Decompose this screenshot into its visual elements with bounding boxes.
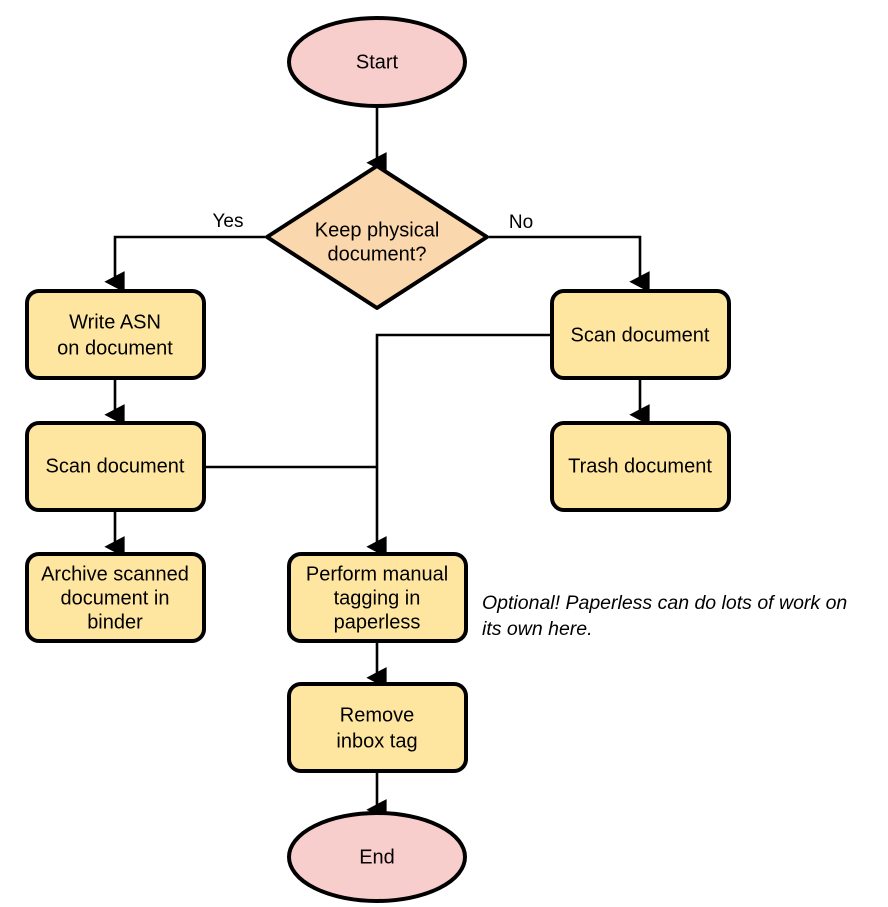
- decision-label-line2: document?: [328, 243, 427, 265]
- edge-scan-right-to-tagging: [366, 333, 552, 558]
- node-scan-document-right[interactable]: Scan document: [550, 289, 731, 380]
- start-label: Start: [356, 51, 399, 73]
- tagging-label-line3: paperless: [334, 611, 421, 633]
- write-asn-label-line2: on document: [57, 337, 173, 359]
- archive-label-line3: binder: [87, 611, 143, 633]
- node-scan-document-left[interactable]: Scan document: [25, 421, 206, 512]
- edge-decision-no-to-scan-right: [489, 235, 650, 293]
- edge-label-yes: Yes: [213, 211, 244, 232]
- edge-decision-yes-to-write-asn: [104, 235, 265, 293]
- remove-inbox-label-line2: inbox tag: [336, 730, 417, 752]
- node-remove-inbox-tag[interactable]: Remove inbox tag: [287, 682, 468, 773]
- node-trash-document[interactable]: Trash document: [550, 421, 731, 512]
- tagging-box: [287, 552, 468, 643]
- end-label: End: [359, 846, 395, 868]
- node-archive-scanned-document[interactable]: Archive scanned document in binder: [25, 552, 206, 643]
- scan-document-right-box: [550, 289, 731, 380]
- edge-label-no: No: [509, 212, 533, 233]
- archive-box: [25, 552, 206, 643]
- archive-label-line1: Archive scanned: [41, 563, 189, 585]
- node-start[interactable]: Start: [287, 16, 467, 108]
- archive-label-line2: document in: [61, 587, 170, 609]
- start-ellipse: [287, 16, 467, 108]
- decision-diamond: [265, 164, 489, 310]
- scan-document-left-label: Scan document: [46, 455, 185, 477]
- write-asn-label-line1: Write ASN: [69, 311, 161, 333]
- remove-inbox-box: [287, 682, 468, 773]
- scan-document-right-label: Scan document: [571, 324, 710, 346]
- optional-note-line2: its own here.: [482, 618, 593, 640]
- remove-inbox-label-line1: Remove: [340, 704, 414, 726]
- tagging-label-line2: tagging in: [334, 587, 421, 609]
- node-perform-manual-tagging[interactable]: Perform manual tagging in paperless: [287, 552, 468, 643]
- scan-document-left-box: [25, 421, 206, 512]
- optional-note-line1: Optional! Paperless can do lots of work …: [482, 592, 847, 614]
- tagging-label-line1: Perform manual: [306, 563, 448, 585]
- trash-document-label: Trash document: [568, 455, 712, 477]
- trash-document-box: [550, 421, 731, 512]
- annotation-optional-note: Optional! Paperless can do lots of work …: [482, 592, 847, 640]
- write-asn-box: [25, 289, 206, 380]
- node-decision-keep-physical-document[interactable]: Keep physical document?: [265, 164, 489, 310]
- end-ellipse: [287, 811, 467, 903]
- decision-label-line1: Keep physical: [315, 219, 440, 241]
- node-write-asn-on-document[interactable]: Write ASN on document: [25, 289, 206, 380]
- node-end[interactable]: End: [287, 811, 467, 903]
